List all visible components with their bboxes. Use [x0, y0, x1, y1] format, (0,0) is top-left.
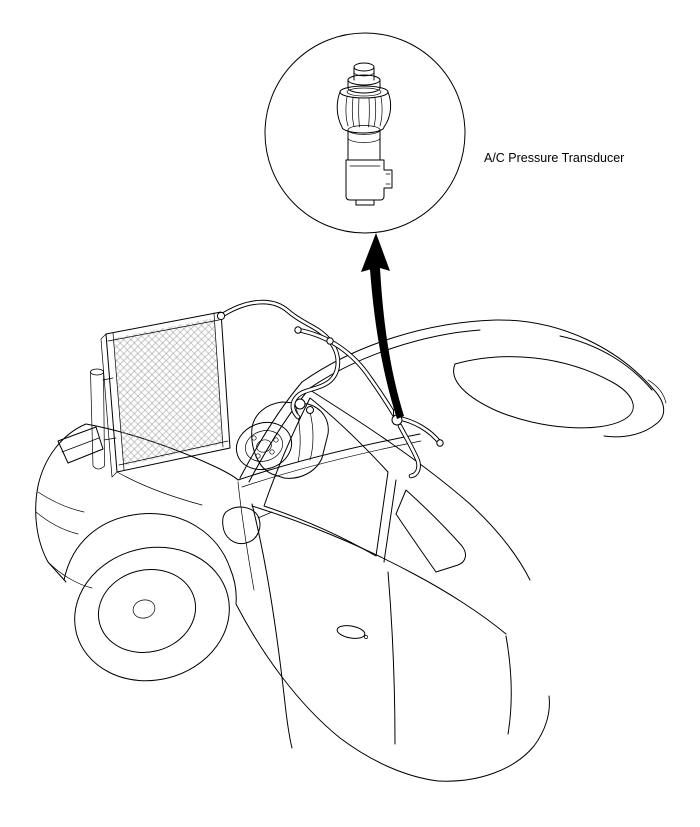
suction-line-inner	[219, 300, 340, 419]
suction-line	[218, 299, 341, 420]
drier-top	[90, 368, 104, 376]
headlamp-detail	[61, 437, 100, 453]
a-pillar-inner	[248, 387, 311, 483]
condenser-top-header	[107, 319, 220, 342]
liquid-line-inner	[296, 328, 397, 418]
pointer-arrow	[361, 233, 404, 419]
roof-side-rail	[309, 389, 531, 581]
knurl-bottom	[341, 126, 385, 134]
front-door-rear-edge	[387, 571, 396, 745]
front-door-front-edge	[251, 503, 293, 749]
knurl-right-edge	[383, 91, 392, 128]
front-bumper-outline	[35, 423, 87, 583]
connector-bottom-notch	[355, 199, 375, 206]
pulley-bolt-4	[269, 449, 275, 455]
fitting-condenser	[216, 311, 226, 321]
receiver-drier	[90, 368, 117, 470]
pulley-outer	[235, 421, 293, 471]
tire-outer	[74, 546, 230, 682]
transducer-knurl-top-inner	[346, 87, 382, 97]
line-continuation-inner	[398, 424, 420, 478]
rear-edge-detail	[647, 379, 667, 404]
keyhole	[364, 635, 368, 639]
mirror-housing	[222, 506, 261, 545]
transducer-illustration	[336, 62, 393, 206]
ac-compressor	[235, 398, 329, 479]
door-handle	[336, 625, 368, 639]
front-wheel	[74, 546, 230, 682]
transducer-neck-sides	[347, 129, 381, 161]
side-mirror	[222, 506, 273, 545]
belt-line	[251, 505, 507, 635]
rear-pillar-line	[559, 335, 653, 391]
drier-body	[90, 371, 105, 470]
engine-bay-side	[237, 481, 255, 591]
compressor-body	[251, 401, 329, 479]
fitting-clamp-3	[436, 439, 444, 447]
rocker-line	[235, 603, 439, 782]
headlamp	[57, 426, 104, 464]
cowl-line-lower	[241, 440, 422, 488]
pulley-mid	[244, 430, 284, 462]
front-door-window	[263, 397, 389, 557]
front-wheel-arch	[63, 513, 237, 605]
condenser-thickness-edge	[100, 333, 118, 478]
condenser-core-hatch	[114, 318, 223, 466]
condenser-frame	[105, 311, 231, 473]
knurl-ribs	[345, 96, 383, 128]
b-pillar	[383, 479, 397, 563]
transducer-nub-detail	[353, 71, 375, 77]
cowl-line-upper	[237, 433, 421, 481]
pulley-bolt-1	[251, 435, 257, 441]
knurl-left-edge	[336, 91, 343, 128]
roof-line	[301, 319, 665, 425]
subframe-line	[116, 471, 203, 506]
roof-panel-outline	[453, 356, 634, 429]
handle-outline	[336, 625, 366, 639]
fender-top-line	[85, 423, 239, 481]
transducer-connector	[345, 159, 393, 201]
transducer-neck-ring	[347, 137, 381, 143]
drier-brackets	[102, 377, 117, 441]
wheel-hub	[132, 599, 156, 619]
car-illustration	[35, 319, 667, 782]
rear-lower-body	[437, 695, 550, 782]
compressor-pulley	[235, 421, 293, 471]
pulley-hub	[256, 439, 272, 453]
ac-condenser	[90, 311, 231, 478]
fitting-clamp-1	[326, 337, 334, 345]
pulley-bolt-2	[273, 437, 279, 443]
bumper-lower-line	[47, 561, 93, 589]
transducer-nub-sides	[353, 66, 375, 81]
trunk-edge	[603, 423, 657, 438]
rear-door-rear-edge	[505, 635, 512, 735]
part-label: A/C Pressure Transducer	[484, 151, 624, 165]
pulley-bolt-3	[255, 453, 261, 459]
compressor-ribs	[295, 405, 314, 463]
windshield-top-edge	[309, 329, 481, 389]
condenser-bottom-header	[118, 440, 229, 466]
connector-tab-slots	[385, 173, 391, 185]
grille-line-2	[35, 511, 79, 535]
grille-line-1	[37, 491, 85, 513]
compressor-port-2	[306, 406, 314, 414]
condenser-left-tank	[112, 332, 125, 471]
wheel-rim	[97, 568, 197, 654]
rear-quarter-window	[395, 489, 466, 573]
fitting-clamp-2	[294, 326, 302, 334]
condenser-right-tank	[213, 312, 224, 448]
refrigerant-lines	[216, 299, 444, 479]
mirror-stem	[257, 511, 273, 519]
